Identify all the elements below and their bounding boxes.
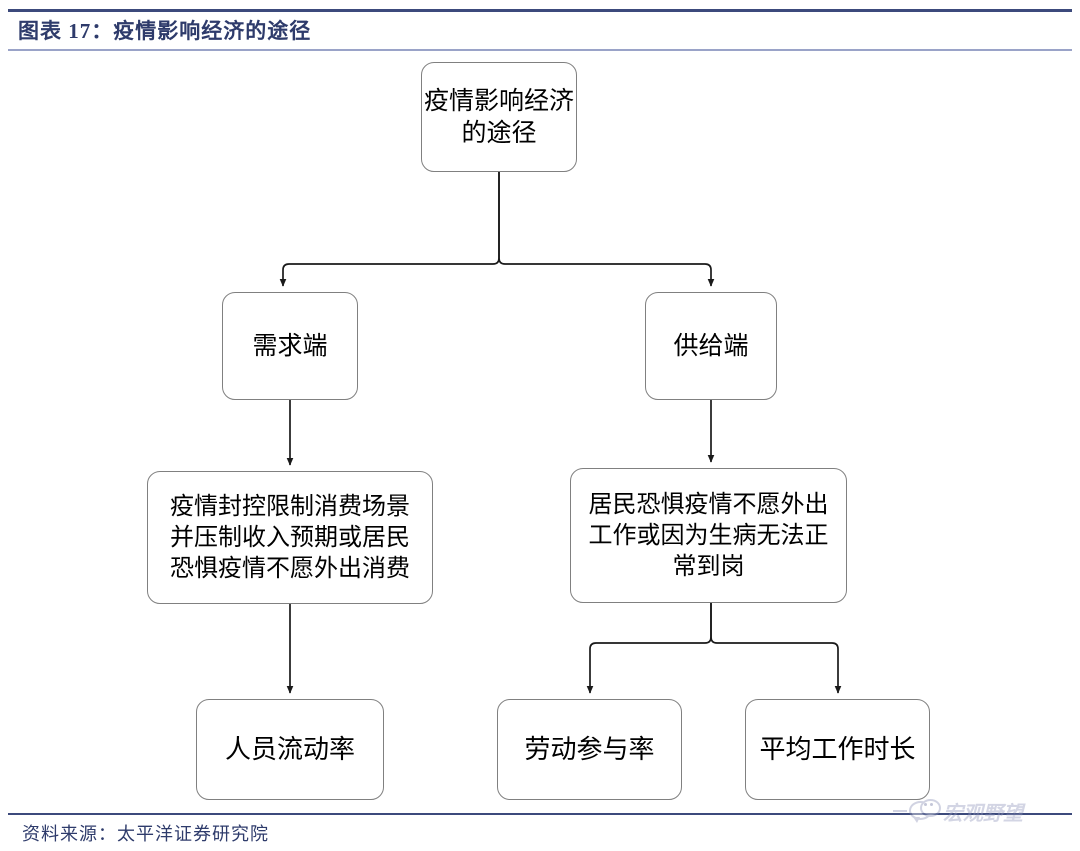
flow-node-mobility-label: 人员流动率 <box>224 733 355 764</box>
edge-supply-detail-to-labor <box>586 603 712 694</box>
flow-node-demand-detail-line3: 恐惧疫情不愿外出消费 <box>170 555 410 583</box>
edge-root-to-demand <box>279 172 500 287</box>
flow-node-demand-label: 需求端 <box>252 331 328 360</box>
edge-root-to-supply <box>498 172 715 287</box>
flow-node-supply-detail-line1: 居民恐惧疫情不愿外出 <box>588 490 829 518</box>
flow-node-mobility[interactable]: 人员流动率 <box>196 699 384 800</box>
flow-node-demand-detail-line2: 并压制收入预期或居民 <box>170 523 410 551</box>
flow-node-hours[interactable]: 平均工作时长 <box>745 699 930 800</box>
flow-node-root[interactable]: 疫情影响经济的途径 <box>421 62 577 172</box>
header-bottom-rule <box>8 49 1072 51</box>
flow-node-supply-detail[interactable]: 居民恐惧疫情不愿外出 工作或因为生病无法正 常到岗 <box>570 468 847 603</box>
flow-node-supply-detail-line2: 工作或因为生病无法正 <box>588 521 829 549</box>
page-title: 图表 17：疫情影响经济的途径 <box>18 19 312 43</box>
flow-node-hours-label: 平均工作时长 <box>759 733 916 764</box>
source-note: 资料来源：太平洋证券研究院 <box>22 824 269 844</box>
flow-node-root-label: 疫情影响经济的途径 <box>423 86 574 148</box>
flow-node-demand-detail[interactable]: 疫情封控限制消费场景 并压制收入预期或居民 恐惧疫情不愿外出消费 <box>147 471 433 604</box>
chart-header: 图表 17：疫情影响经济的途径 <box>0 0 1080 52</box>
flow-node-supply-label: 供给端 <box>673 331 749 360</box>
flow-node-demand[interactable]: 需求端 <box>222 292 358 400</box>
header-top-rule <box>8 9 1072 12</box>
flow-node-labor-label: 劳动参与率 <box>524 733 655 764</box>
edge-supply-detail-to-hours <box>710 603 842 694</box>
flow-node-supply[interactable]: 供给端 <box>645 292 777 400</box>
flow-node-labor[interactable]: 劳动参与率 <box>497 699 682 800</box>
footer-rule <box>8 813 1072 815</box>
flow-node-demand-detail-line1: 疫情封控限制消费场景 <box>170 492 410 520</box>
flow-node-supply-detail-line3: 常到岗 <box>672 553 745 581</box>
